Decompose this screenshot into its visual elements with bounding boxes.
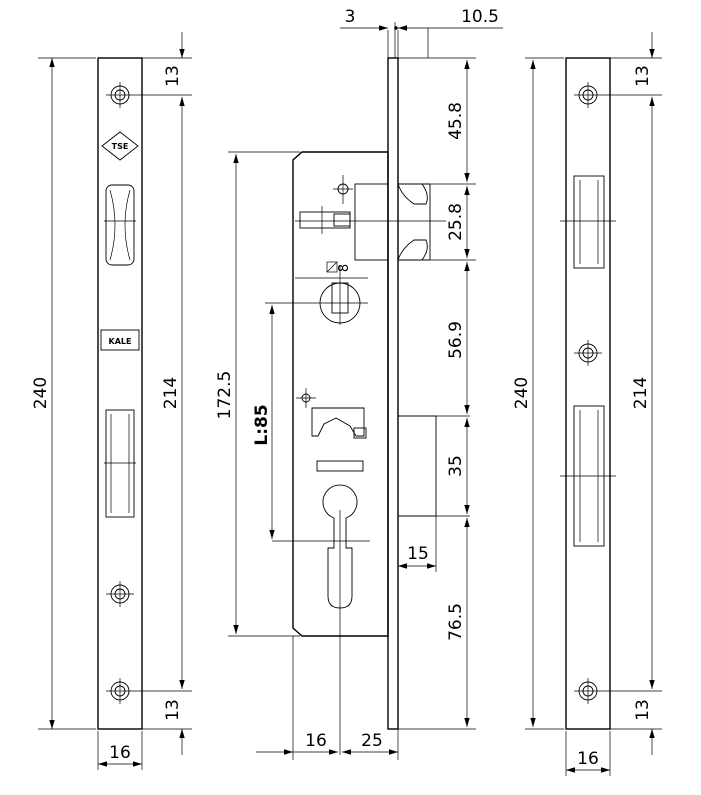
left-dim-13-bottom: 13 bbox=[163, 699, 183, 721]
right-strike-plate bbox=[560, 57, 616, 730]
right-dim-214: 214 bbox=[631, 377, 651, 409]
dim-square-8: 8 bbox=[337, 264, 352, 272]
deadbolt bbox=[397, 415, 470, 517]
right-lower-slot bbox=[560, 405, 616, 547]
dim-172-5: 172.5 bbox=[215, 371, 235, 420]
tse-logo: TSE bbox=[101, 131, 139, 161]
dim-56-9: 56.9 bbox=[446, 321, 466, 359]
kale-logo-text: KALE bbox=[109, 337, 132, 346]
dim-15: 15 bbox=[407, 544, 429, 564]
dim-l-85: L:85 bbox=[252, 404, 272, 445]
right-bottom-screw-hole bbox=[574, 678, 602, 704]
right-middle-screw-hole bbox=[574, 340, 602, 366]
dim-10-5: 10.5 bbox=[461, 7, 499, 27]
right-plate-outline bbox=[565, 57, 611, 730]
left-lower-slot bbox=[104, 409, 136, 518]
lock-body: 8 bbox=[272, 22, 470, 755]
euro-cylinder-cutout bbox=[272, 484, 370, 755]
right-dim-13-top: 13 bbox=[633, 65, 653, 87]
left-middle-screw-hole bbox=[106, 581, 134, 607]
dim-16-center: 16 bbox=[305, 731, 327, 751]
tse-logo-text: TSE bbox=[112, 142, 129, 151]
left-faceplate-outline bbox=[97, 57, 143, 730]
dim-25-8: 25.8 bbox=[446, 203, 466, 241]
right-upper-slot bbox=[560, 175, 616, 269]
left-dim-13-top: 13 bbox=[163, 65, 183, 87]
kale-logo: KALE bbox=[100, 329, 140, 351]
lock-front-plate bbox=[387, 57, 399, 730]
right-dim-13-bottom: 13 bbox=[633, 699, 653, 721]
lock-small-slot bbox=[316, 460, 364, 472]
follower-hub: 8 bbox=[295, 261, 368, 325]
left-upper-slot bbox=[104, 184, 136, 266]
latch-bolt bbox=[295, 175, 446, 261]
right-dim-16: 16 bbox=[577, 749, 599, 769]
left-faceplate: TSE KALE bbox=[97, 57, 143, 730]
dim-76-5: 76.5 bbox=[446, 603, 466, 641]
dim-3: 3 bbox=[345, 7, 356, 27]
left-dim-16: 16 bbox=[109, 743, 131, 763]
center-dimensions: 3 10.5 45.8 25.8 56.9 35 76.5 15 172.5 L… bbox=[215, 7, 503, 760]
left-dimensions: 240 214 13 13 16 bbox=[31, 32, 192, 770]
left-dim-214: 214 bbox=[161, 377, 181, 409]
right-top-screw-hole bbox=[574, 82, 602, 108]
left-bottom-screw-hole bbox=[106, 678, 134, 704]
lever-cutout bbox=[296, 388, 367, 439]
dim-45-8: 45.8 bbox=[446, 102, 466, 140]
left-dim-240: 240 bbox=[31, 377, 51, 409]
dim-35: 35 bbox=[446, 455, 466, 477]
left-top-screw-hole bbox=[106, 82, 134, 108]
dim-25: 25 bbox=[361, 731, 383, 751]
right-dimensions: 240 214 13 13 16 bbox=[512, 32, 662, 776]
right-dim-240: 240 bbox=[512, 377, 532, 409]
